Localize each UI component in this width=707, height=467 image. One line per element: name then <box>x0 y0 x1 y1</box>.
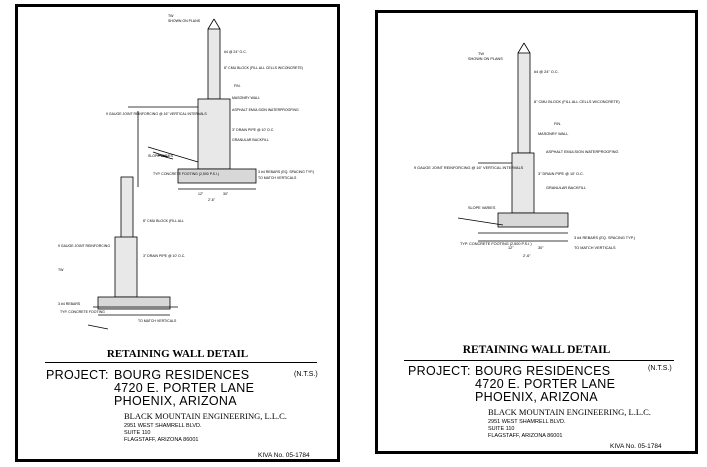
svg-text:TYP. CONCRETE FOOTING: TYP. CONCRETE FOOTING <box>60 310 105 314</box>
note-bars: 3 #4 REBARS (EQ. SPACING TYP.) <box>258 170 314 174</box>
note-slope: SLOPE VARIES <box>148 154 174 158</box>
dim-30: 30" <box>538 246 544 250</box>
note-fin: FIN. <box>554 122 561 126</box>
project-line-3: PHOENIX, ARIZONA <box>114 394 237 408</box>
drawing-title: RETAINING WALL DETAIL <box>106 348 249 360</box>
drawing-sheet-right: TW SHOWN ON PLANS #4 @ 24" O.C. 8" CMU B… <box>375 10 698 454</box>
dim-2-6: 2'-6" <box>523 254 531 258</box>
note-drain: 3" DRAIN PIPE @ 10' O.C. <box>232 128 274 132</box>
address-line-3: FLAGSTAFF, ARIZONA 86001 <box>488 433 563 439</box>
note-verticals: TO MATCH VERTICALS <box>258 176 297 180</box>
nts-label: (N.T.S.) <box>648 365 672 372</box>
project-label: PROJECT: <box>408 364 471 378</box>
drawing-sheet-left: TW SHOWN ON PLANS #4 @ 24" O.C. 8" CMU B… <box>15 4 340 462</box>
address-line-1: 2951 WEST SHAMRELL BLVD. <box>488 419 566 425</box>
svg-text:TW: TW <box>168 14 174 18</box>
project-line-1: BOURG RESIDENCES <box>114 368 250 382</box>
dim-2-6: 2'-6" <box>208 198 216 202</box>
kiva-number: KIVA No. 05-1784 <box>258 452 310 459</box>
note-footing: TYP. CONCRETE FOOTING (2,500 P.S.I.) <box>153 172 219 176</box>
note-fin: FIN. <box>234 84 241 88</box>
project-line-2: 4720 E. PORTER LANE <box>114 381 255 395</box>
note-slope: SLOPE VARIES <box>468 206 496 210</box>
note-shown-on-plans: SHOWN ON PLANS <box>168 19 201 23</box>
note-shown-on-plans: SHOWN ON PLANS <box>468 57 503 61</box>
drawing-title: RETAINING WALL DETAIL <box>462 344 611 356</box>
title-rule <box>45 362 317 363</box>
note-footing: TYP. CONCRETE FOOTING (2,500 P.S.I.) <box>460 242 532 246</box>
address-line-2: SUITE 110 <box>124 430 151 436</box>
dim-12: 12" <box>508 246 514 250</box>
retaining-wall-drawing: TW SHOWN ON PLANS #4 @ 24" O.C. 8" CMU B… <box>414 42 636 258</box>
note-block: 8" CMU BLOCK (FILL ALL CELLS W/CONCRETE) <box>534 100 620 104</box>
svg-text:9 GAUGE JOINT REINFORCING: 9 GAUGE JOINT REINFORCING <box>58 244 110 248</box>
address-line-1: 2951 WEST SHAMRELL BLVD. <box>124 423 202 429</box>
dim-12: 12" <box>198 192 204 196</box>
nts-label: (N.T.S.) <box>294 371 318 378</box>
note-block: 8" CMU BLOCK (FILL ALL CELLS W/CONCRETE) <box>224 66 303 70</box>
note-asphalt: ASPHALT EMULSION WATERPROOFING <box>232 108 299 112</box>
note-gravel: GRANULAR BACKFILL <box>232 138 269 142</box>
address-line-3: FLAGSTAFF, ARIZONA 86001 <box>124 437 199 443</box>
note-drain: 3" DRAIN PIPE @ 10' O.C. <box>538 172 584 176</box>
retaining-wall-drawing: TW SHOWN ON PLANS #4 @ 24" O.C. 8" CMU B… <box>58 14 314 330</box>
note-joint: 9 GAUGE JOINT REINFORCING @ 16" VERTICAL… <box>106 112 207 116</box>
svg-text:TW: TW <box>478 52 484 56</box>
firm-name: BLACK MOUNTAIN ENGINEERING, L.L.C. <box>488 407 651 417</box>
note-masonry-wall: MASONRY WALL <box>538 132 568 136</box>
address-line-2: SUITE 110 <box>488 426 515 432</box>
note-gravel: GRANULAR BACKFILL <box>546 186 586 190</box>
svg-text:3 #4 REBARS: 3 #4 REBARS <box>58 302 81 306</box>
dim-30: 30" <box>223 192 229 196</box>
project-line-2: 4720 E. PORTER LANE <box>475 377 616 391</box>
kiva-number: KIVA No. 05-1784 <box>610 443 662 450</box>
note-asphalt: ASPHALT EMULSION WATERPROOFING <box>546 150 618 154</box>
firm-name: BLACK MOUNTAIN ENGINEERING, L.L.C. <box>124 411 287 421</box>
svg-text:8" CMU BLOCK (FILL ALL: 8" CMU BLOCK (FILL ALL <box>143 219 184 223</box>
project-label: PROJECT: <box>46 368 109 382</box>
note-masonry-wall: MASONRY WALL <box>232 96 260 100</box>
note-joint: 9 GAUGE JOINT REINFORCING @ 16" VERTICAL… <box>414 166 524 170</box>
project-line-1: BOURG RESIDENCES <box>475 364 611 378</box>
note-rebar-24: #4 @ 24" O.C. <box>534 70 559 74</box>
svg-text:3" DRAIN PIPE @ 10' O.C.: 3" DRAIN PIPE @ 10' O.C. <box>143 254 185 258</box>
note-bars: 3 #4 REBARS (EQ. SPACING TYP.) <box>574 236 636 240</box>
note-verticals: TO MATCH VERTICALS <box>574 246 616 250</box>
svg-text:TO MATCH VERTICALS: TO MATCH VERTICALS <box>138 319 177 323</box>
svg-text:TW: TW <box>58 268 64 272</box>
project-line-3: PHOENIX, ARIZONA <box>475 390 598 404</box>
title-rule <box>404 360 674 361</box>
note-rebar-24: #4 @ 24" O.C. <box>224 50 247 54</box>
